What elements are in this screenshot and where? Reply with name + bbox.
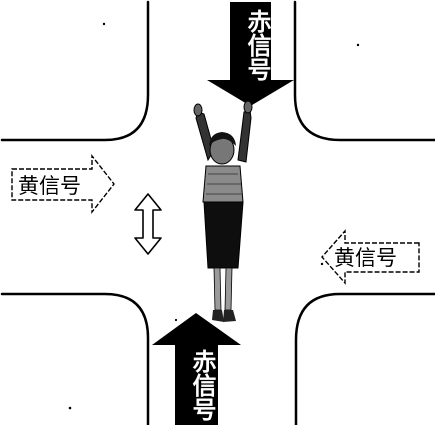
red-signal-arrow-bottom: [152, 313, 241, 425]
traffic-officer-figure: [193, 100, 253, 322]
yellow-signal-arrow-right: [321, 229, 420, 285]
red-signal-arrow-top: [207, 2, 294, 106]
red-signal-label-bottom: 赤信号: [188, 349, 216, 421]
yellow-signal-label-right: 黄信号: [334, 246, 397, 270]
yellow-signal-label-left: 黄信号: [18, 174, 81, 198]
yellow-signal-arrow-left: [11, 153, 115, 215]
double-headed-arrow-icon: [134, 193, 162, 255]
curb-bottom-left: [0, 292, 150, 425]
curb-top-left: [0, 0, 150, 142]
curb-top-right: [293, 0, 435, 142]
curb-bottom-right: [294, 292, 435, 425]
red-signal-label-top: 赤信号: [243, 9, 271, 81]
